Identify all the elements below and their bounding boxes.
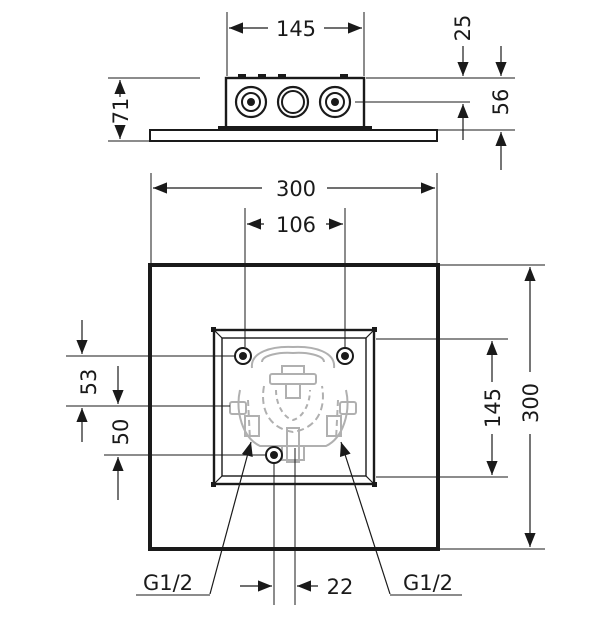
- front-view-left-label-lower: 50: [109, 419, 133, 446]
- front-view-connection-left-label: G1/2: [143, 571, 193, 595]
- top-view: 145 71 25 56: [108, 12, 515, 170]
- front-view-mounting-hole-left: [234, 347, 252, 365]
- front-view-valve-body: [229, 345, 357, 463]
- top-view-port-center: [276, 85, 310, 119]
- front-view-height-inner-label: 145: [481, 388, 505, 428]
- front-view-connection-right-label: G1/2: [403, 571, 453, 595]
- front-view-left-label-upper: 53: [77, 369, 101, 396]
- top-view-right-label-bottom: 56: [489, 89, 513, 116]
- top-view-right-label-top: 25: [451, 15, 475, 42]
- front-view: 300 106 300 145 53 50 22: [66, 173, 545, 605]
- front-view-inner-box: [211, 327, 377, 487]
- top-view-left-label: 71: [109, 98, 133, 125]
- front-view-height-total-label: 300: [519, 383, 543, 423]
- top-view-base-plate: [149, 129, 438, 142]
- front-view-inner-width-label: 106: [276, 213, 316, 237]
- top-view-port-right: [318, 85, 352, 119]
- front-view-total-width-label: 300: [276, 177, 316, 201]
- top-view-width-label: 145: [276, 17, 316, 41]
- front-view-outlet-hole: [265, 446, 283, 464]
- top-view-port-left: [234, 85, 268, 119]
- front-view-mounting-hole-right: [336, 347, 354, 365]
- front-view-bottom-offset-label: 22: [327, 575, 354, 599]
- front-view-cover-plate: [148, 263, 440, 551]
